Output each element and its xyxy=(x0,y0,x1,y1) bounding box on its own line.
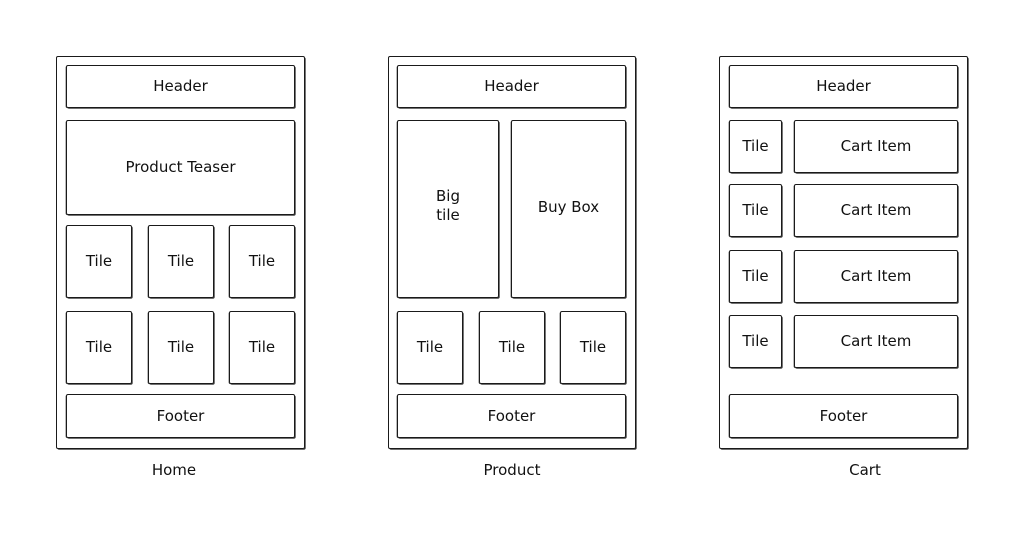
cart-header-label: Header xyxy=(816,77,871,95)
cart-footer: Footer xyxy=(729,394,958,438)
product-buy-box: Buy Box xyxy=(511,120,626,298)
cart-header: Header xyxy=(729,65,958,108)
cart-item: Cart Item xyxy=(794,315,958,368)
cart-item-label: Cart Item xyxy=(840,201,912,219)
home-header: Header xyxy=(66,65,295,108)
home-tile: Tile xyxy=(66,311,132,384)
home-tile-label: Tile xyxy=(85,252,113,270)
product-wireframe xyxy=(388,56,636,449)
cart-tile: Tile xyxy=(729,315,782,368)
cart-tile-label: Tile xyxy=(742,201,769,219)
cart-wireframe xyxy=(719,56,968,449)
product-tile-label: Tile xyxy=(416,338,444,356)
home-tile: Tile xyxy=(66,225,132,298)
cart-tile: Tile xyxy=(729,120,782,173)
home-header-label: Header xyxy=(153,77,208,95)
home-product-teaser: Product Teaser xyxy=(66,120,295,215)
cart-item-label: Cart Item xyxy=(840,137,912,155)
cart-item: Cart Item xyxy=(794,250,958,303)
home-tile: Tile xyxy=(148,311,214,384)
product-caption: Product xyxy=(483,461,541,479)
product-buy-box-label: Buy Box xyxy=(537,198,600,216)
cart-tile-label: Tile xyxy=(742,137,769,155)
cart-caption: Cart xyxy=(849,461,881,479)
cart-item: Cart Item xyxy=(794,184,958,237)
home-tile: Tile xyxy=(148,225,214,298)
cart-item-label: Cart Item xyxy=(840,267,912,285)
product-big-tile-label: Big tile xyxy=(436,187,460,224)
home-footer-label: Footer xyxy=(156,406,205,425)
home-tile-label: Tile xyxy=(85,338,113,356)
cart-item-label: Cart Item xyxy=(840,332,912,350)
cart-tile: Tile xyxy=(729,250,782,303)
cart-tile-label: Tile xyxy=(742,332,769,350)
product-tile-label: Tile xyxy=(579,338,607,356)
product-tile-label: Tile xyxy=(498,338,526,356)
home-teaser-label: Product Teaser xyxy=(125,158,236,176)
home-tile-label: Tile xyxy=(248,252,276,270)
cart-tile: Tile xyxy=(729,184,782,237)
home-tile-label: Tile xyxy=(248,338,276,356)
product-header: Header xyxy=(397,65,626,108)
cart-footer-label: Footer xyxy=(819,406,868,425)
product-big-tile: Big tile xyxy=(397,120,499,298)
cart-item: Cart Item xyxy=(794,120,958,173)
home-wireframe xyxy=(56,56,305,449)
product-footer: Footer xyxy=(397,394,626,438)
product-tile: Tile xyxy=(479,311,545,384)
home-tile-label: Tile xyxy=(167,338,195,356)
home-footer: Footer xyxy=(66,394,295,438)
home-tile: Tile xyxy=(229,311,295,384)
cart-tile-label: Tile xyxy=(742,267,769,285)
home-caption: Home xyxy=(151,461,197,479)
home-tile-label: Tile xyxy=(167,252,195,270)
product-tile: Tile xyxy=(560,311,626,384)
product-footer-label: Footer xyxy=(487,406,536,425)
product-tile: Tile xyxy=(397,311,463,384)
product-header-label: Header xyxy=(484,77,539,95)
home-tile: Tile xyxy=(229,225,295,298)
